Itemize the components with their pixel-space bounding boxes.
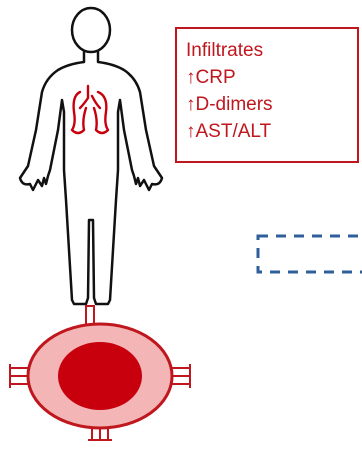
human-silhouette-icon bbox=[20, 8, 162, 304]
findings-item-label: Infiltrates bbox=[186, 40, 263, 61]
findings-item-label: CRP bbox=[196, 67, 236, 88]
findings-item-label: D-dimers bbox=[196, 94, 273, 115]
up-arrow-icon: ↑ bbox=[186, 121, 196, 142]
lungs-icon bbox=[72, 86, 108, 133]
findings-item-infiltrates: Infiltrates bbox=[186, 37, 273, 64]
findings-list: Infiltrates ↑CRP ↑D-dimers ↑AST/ALT bbox=[186, 37, 273, 145]
receptor-cell-icon bbox=[10, 306, 190, 440]
findings-item-d-dimers: ↑D-dimers bbox=[186, 91, 273, 118]
up-arrow-icon: ↑ bbox=[186, 67, 196, 88]
up-arrow-icon: ↑ bbox=[186, 94, 196, 115]
findings-item-label: AST/ALT bbox=[196, 121, 272, 142]
findings-item-crp: ↑CRP bbox=[186, 64, 273, 91]
findings-item-ast-alt: ↑AST/ALT bbox=[186, 118, 273, 145]
dashed-placeholder-box bbox=[258, 236, 362, 272]
